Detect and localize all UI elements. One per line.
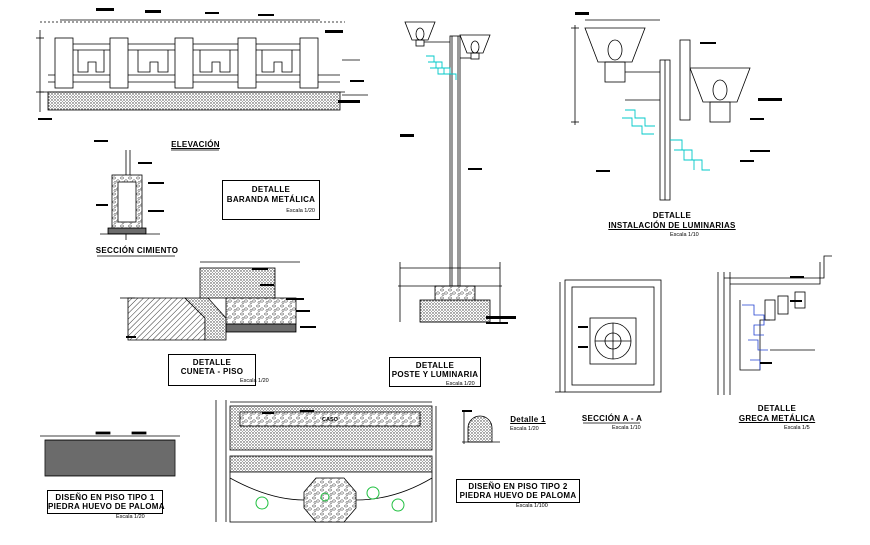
piso2-title: DISEÑO EN PISO TIPO 2 xyxy=(468,482,568,491)
instalacion-subtitle: INSTALACIÓN DE LUMINARIAS xyxy=(608,221,736,230)
piso-tipo2-green-circles xyxy=(255,486,405,512)
baranda-scale: Escala 1/20 xyxy=(286,208,315,214)
instalacion-luminarias-drawing xyxy=(571,19,751,201)
instalacion-title: DETALLE xyxy=(652,211,692,220)
elevacion-label: ELEVACIÓN xyxy=(171,140,220,149)
cimiento-leader-tags xyxy=(94,140,164,212)
cuneta-title: DETALLE xyxy=(192,358,232,367)
piso2-scale: Escala 1/100 xyxy=(516,503,548,509)
poste-cyan-wiring xyxy=(426,55,457,80)
seccion-aa-label: SECCIÓN A - A xyxy=(581,414,643,423)
piso2-cell-label: CASO xyxy=(322,417,338,423)
greca-subtitle: GRECA METÁLICA xyxy=(738,414,816,423)
seccion-aa-drawing xyxy=(555,279,662,393)
poste-title-box: DETALLE POSTE Y LUMINARIA xyxy=(389,357,481,387)
cuneta-piso-drawing xyxy=(120,261,300,341)
seccion-aa-tags xyxy=(578,326,588,348)
piso-tipo1-drawing xyxy=(40,431,180,477)
cuneta-title-box: DETALLE CUNETA - PISO xyxy=(168,354,256,386)
piso-tipo2-drawing xyxy=(215,400,437,523)
greca-metalica-drawing xyxy=(717,255,832,395)
detalle1-scale: Escala 1/20 xyxy=(510,426,539,432)
detalle1-tags xyxy=(462,410,472,412)
seccion-cimiento-label: SECCIÓN CIMIENTO xyxy=(95,246,179,255)
poste-luminaria-drawing xyxy=(398,21,502,323)
baranda-leader-tags xyxy=(38,8,364,120)
cuneta-scale: Escala 1/20 xyxy=(240,378,269,384)
greca-title: DETALLE xyxy=(757,404,797,413)
cuneta-leader-tags xyxy=(126,268,316,338)
piso1-title: DISEÑO EN PISO TIPO 1 xyxy=(55,493,155,502)
seccion-cimiento-drawing xyxy=(100,150,160,240)
baranda-elevation xyxy=(36,19,368,112)
cuneta-subtitle: CUNETA - PISO xyxy=(180,367,244,376)
piso1-subtitle: PIEDRA HUEVO DE PALOMA xyxy=(48,502,165,511)
detalle1-drawing xyxy=(462,412,500,444)
instalacion-leader-tags xyxy=(575,12,782,172)
baranda-title: DETALLE xyxy=(251,185,291,194)
poste-title: DETALLE xyxy=(415,361,455,370)
poste-leader-tags xyxy=(400,134,516,324)
detalle1-label: Detalle 1 xyxy=(510,415,546,424)
piso-tipo2-tags xyxy=(262,410,314,414)
instalacion-scale: Escala 1/10 xyxy=(670,232,699,238)
greca-blue-detail xyxy=(742,304,768,370)
seccion-aa-scale: Escala 1/10 xyxy=(612,425,641,431)
baranda-title-box: DETALLE BARANDA METÁLICA Escala 1/20 xyxy=(222,180,320,220)
piso1-scale: Escala 1/20 xyxy=(116,514,145,520)
piso2-subtitle: PIEDRA HUEVO DE PALOMA xyxy=(459,491,577,500)
greca-leader-tags xyxy=(760,276,804,364)
piso2-title-box: DISEÑO EN PISO TIPO 2 PIEDRA HUEVO DE PA… xyxy=(456,479,580,503)
title-underlines xyxy=(97,149,640,424)
poste-scale: Escala 1/20 xyxy=(446,381,475,387)
poste-subtitle: POSTE Y LUMINARIA xyxy=(391,370,479,379)
instalacion-cyan-wiring xyxy=(622,109,710,171)
greca-scale: Escala 1/5 xyxy=(784,425,810,431)
baranda-subtitle: BARANDA METÁLICA xyxy=(226,195,316,204)
piso1-title-box: DISEÑO EN PISO TIPO 1 PIEDRA HUEVO DE PA… xyxy=(47,490,165,514)
